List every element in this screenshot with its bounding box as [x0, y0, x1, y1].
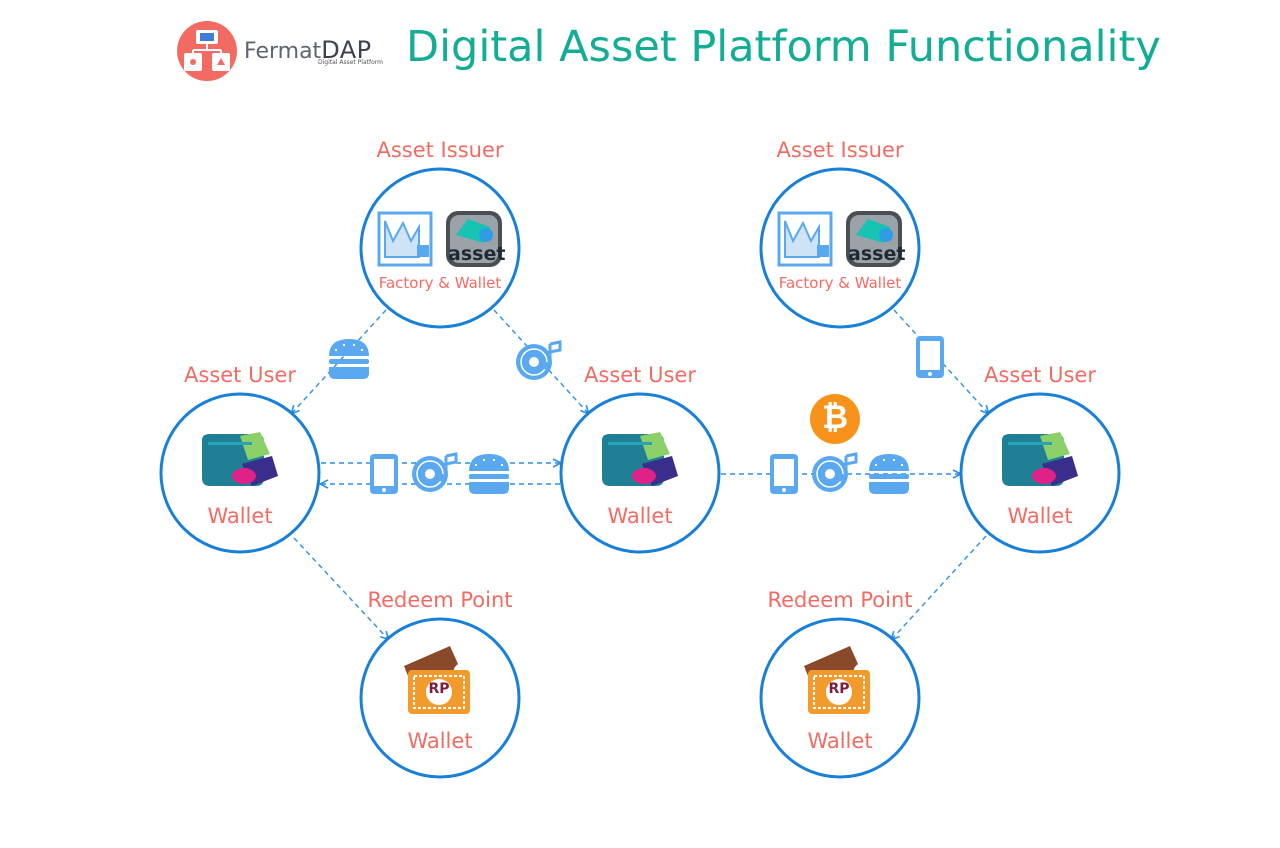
brand-tagline: Digital Asset Platform	[318, 59, 383, 66]
node-title-redeem-left: Redeem Point	[367, 588, 513, 612]
node-title-issuer-right: Asset Issuer	[776, 138, 904, 162]
logo	[176, 20, 238, 82]
node-caption-redeem-left: Wallet	[407, 729, 473, 753]
asset-badge-text: asset	[848, 243, 906, 265]
node-title-user-left: Asset User	[184, 363, 296, 387]
node-title-issuer-left: Asset Issuer	[376, 138, 504, 162]
node-caption-issuer-left: Factory & Wallet	[378, 274, 502, 292]
music-disc-icon	[810, 452, 858, 494]
bitcoin-icon	[809, 393, 861, 445]
brand-name: FermatDAP	[244, 36, 372, 64]
node-caption-redeem-right: Wallet	[807, 729, 873, 753]
asset-wallet-icon	[444, 209, 504, 269]
burger-icon	[466, 451, 512, 497]
bitcoin-symbol: ₿	[821, 398, 849, 436]
factory-icon	[777, 211, 833, 267]
redeem-ticket-icon	[398, 644, 476, 718]
node-caption-user-left: Wallet	[207, 504, 273, 528]
node-circle-issuer-right	[759, 167, 921, 329]
asset-wallet-icon	[844, 209, 904, 269]
page-title: Digital Asset Platform Functionality	[406, 22, 1161, 72]
wallet-icon	[198, 430, 280, 490]
node-caption-user-right: Wallet	[1007, 504, 1073, 528]
phone-icon	[768, 452, 800, 496]
asset-badge-text: asset	[448, 243, 506, 265]
node-caption-issuer-right: Factory & Wallet	[778, 274, 902, 292]
node-title-user-right: Asset User	[984, 363, 1096, 387]
node-title-redeem-right: Redeem Point	[767, 588, 913, 612]
factory-icon	[377, 211, 433, 267]
redeem-badge-text: RP	[428, 681, 450, 697]
wallet-icon	[598, 430, 680, 490]
phone-icon	[914, 334, 946, 380]
node-caption-user-mid: Wallet	[607, 504, 673, 528]
wallet-icon	[998, 430, 1080, 490]
redeem-ticket-icon	[798, 644, 876, 718]
node-circle-issuer-left	[359, 167, 521, 329]
redeem-badge-text: RP	[828, 681, 850, 697]
node-title-user-mid: Asset User	[584, 363, 696, 387]
connector-user-left-to-redeem	[293, 537, 388, 639]
music-disc-icon	[514, 340, 562, 382]
music-disc-icon	[410, 452, 458, 494]
phone-icon	[368, 452, 400, 496]
burger-icon	[866, 451, 912, 497]
burger-icon	[326, 336, 372, 382]
